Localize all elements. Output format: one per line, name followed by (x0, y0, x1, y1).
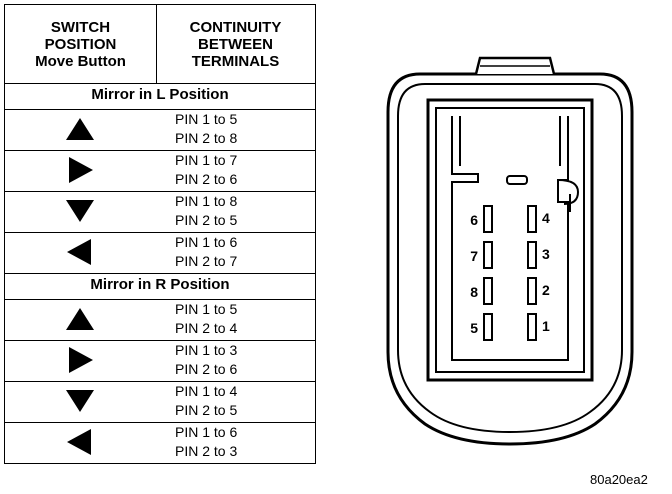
pin-pair: PIN 2 to 5 (175, 212, 238, 228)
up-arrow-icon (5, 110, 155, 148)
continuity-pins: PIN 1 to 6 PIN 2 to 7 (175, 233, 237, 271)
table-row: PIN 1 to 4 PIN 2 to 5 (4, 382, 316, 423)
header-text: Move Button (35, 52, 126, 70)
table-row: PIN 1 to 5 PIN 2 to 8 (4, 110, 316, 151)
pin-pair: PIN 2 to 8 (175, 130, 238, 146)
pin-label: 6 (470, 212, 478, 228)
left-arrow-icon (5, 233, 155, 271)
table-row: PIN 1 to 5 PIN 2 to 4 (4, 300, 316, 341)
terminal-pin (483, 205, 493, 233)
down-arrow-icon (5, 192, 155, 230)
header-text: CONTINUITY (189, 18, 282, 36)
terminal-pin (527, 205, 537, 233)
continuity-pins: PIN 1 to 7 PIN 2 to 6 (175, 151, 237, 189)
polarizing-key (506, 175, 528, 185)
figure-id: 80a20ea2 (590, 472, 648, 487)
right-arrow-icon (5, 151, 155, 189)
continuity-pins: PIN 1 to 5 PIN 2 to 4 (175, 300, 237, 338)
pin-pair: PIN 1 to 5 (175, 111, 238, 127)
terminal-pin (483, 313, 493, 341)
left-arrow-icon (5, 423, 155, 461)
section-title: Mirror in R Position (4, 274, 316, 300)
pin-label: 2 (542, 282, 550, 298)
pin-pair: PIN 2 to 6 (175, 361, 238, 377)
continuity-pins: PIN 1 to 8 PIN 2 to 5 (175, 192, 237, 230)
table-row: PIN 1 to 6 PIN 2 to 7 (4, 233, 316, 274)
table-row: PIN 1 to 6 PIN 2 to 3 (4, 423, 316, 464)
pin-label: 8 (470, 284, 478, 300)
continuity-pins: PIN 1 to 6 PIN 2 to 3 (175, 423, 237, 461)
header-text: POSITION (44, 35, 117, 53)
pin-pair: PIN 1 to 4 (175, 383, 238, 399)
pin-pair: PIN 2 to 3 (175, 443, 238, 459)
section-title: Mirror in L Position (4, 84, 316, 110)
pin-pair: PIN 1 to 6 (175, 424, 238, 440)
pin-pair: PIN 2 to 7 (175, 253, 238, 269)
pin-pair: PIN 1 to 3 (175, 342, 238, 358)
table-row: PIN 1 to 8 PIN 2 to 5 (4, 192, 316, 233)
continuity-pins: PIN 1 to 4 PIN 2 to 5 (175, 382, 237, 420)
terminal-pin (527, 241, 537, 269)
up-arrow-icon (5, 300, 155, 338)
header-text: SWITCH (50, 18, 111, 36)
terminal-frame (426, 98, 594, 382)
terminal-frame-inner (435, 107, 585, 373)
terminal-pin (527, 313, 537, 341)
mirror-switch-connector: 6 7 8 5 4 3 2 1 (386, 56, 634, 446)
continuity-pins: PIN 1 to 5 PIN 2 to 8 (175, 110, 237, 148)
terminal-pin (527, 277, 537, 305)
down-arrow-icon (5, 382, 155, 420)
pin-label: 3 (542, 246, 550, 262)
pin-pair: PIN 2 to 6 (175, 171, 238, 187)
pin-label: 7 (470, 248, 478, 264)
right-arrow-icon (5, 341, 155, 379)
connector-housing-inner (397, 83, 623, 434)
header-text: TERMINALS (191, 52, 280, 70)
pin-label: 4 (542, 210, 550, 226)
terminal-pin (483, 241, 493, 269)
pin-pair: PIN 2 to 4 (175, 320, 238, 336)
pin-pair: PIN 1 to 7 (175, 152, 238, 168)
pin-pair: PIN 1 to 5 (175, 301, 238, 317)
terminal-pin (483, 277, 493, 305)
side-latch (557, 179, 580, 205)
table-row: PIN 1 to 3 PIN 2 to 6 (4, 341, 316, 382)
pin-pair: PIN 2 to 5 (175, 402, 238, 418)
header-text: BETWEEN (197, 35, 273, 53)
pin-pair: PIN 1 to 6 (175, 234, 238, 250)
pin-label: 1 (542, 318, 550, 334)
connector-housing (386, 72, 634, 446)
continuity-pins: PIN 1 to 3 PIN 2 to 6 (175, 341, 237, 379)
pin-pair: PIN 1 to 8 (175, 193, 238, 209)
pin-label: 5 (470, 320, 478, 336)
table-row: PIN 1 to 7 PIN 2 to 6 (4, 151, 316, 192)
